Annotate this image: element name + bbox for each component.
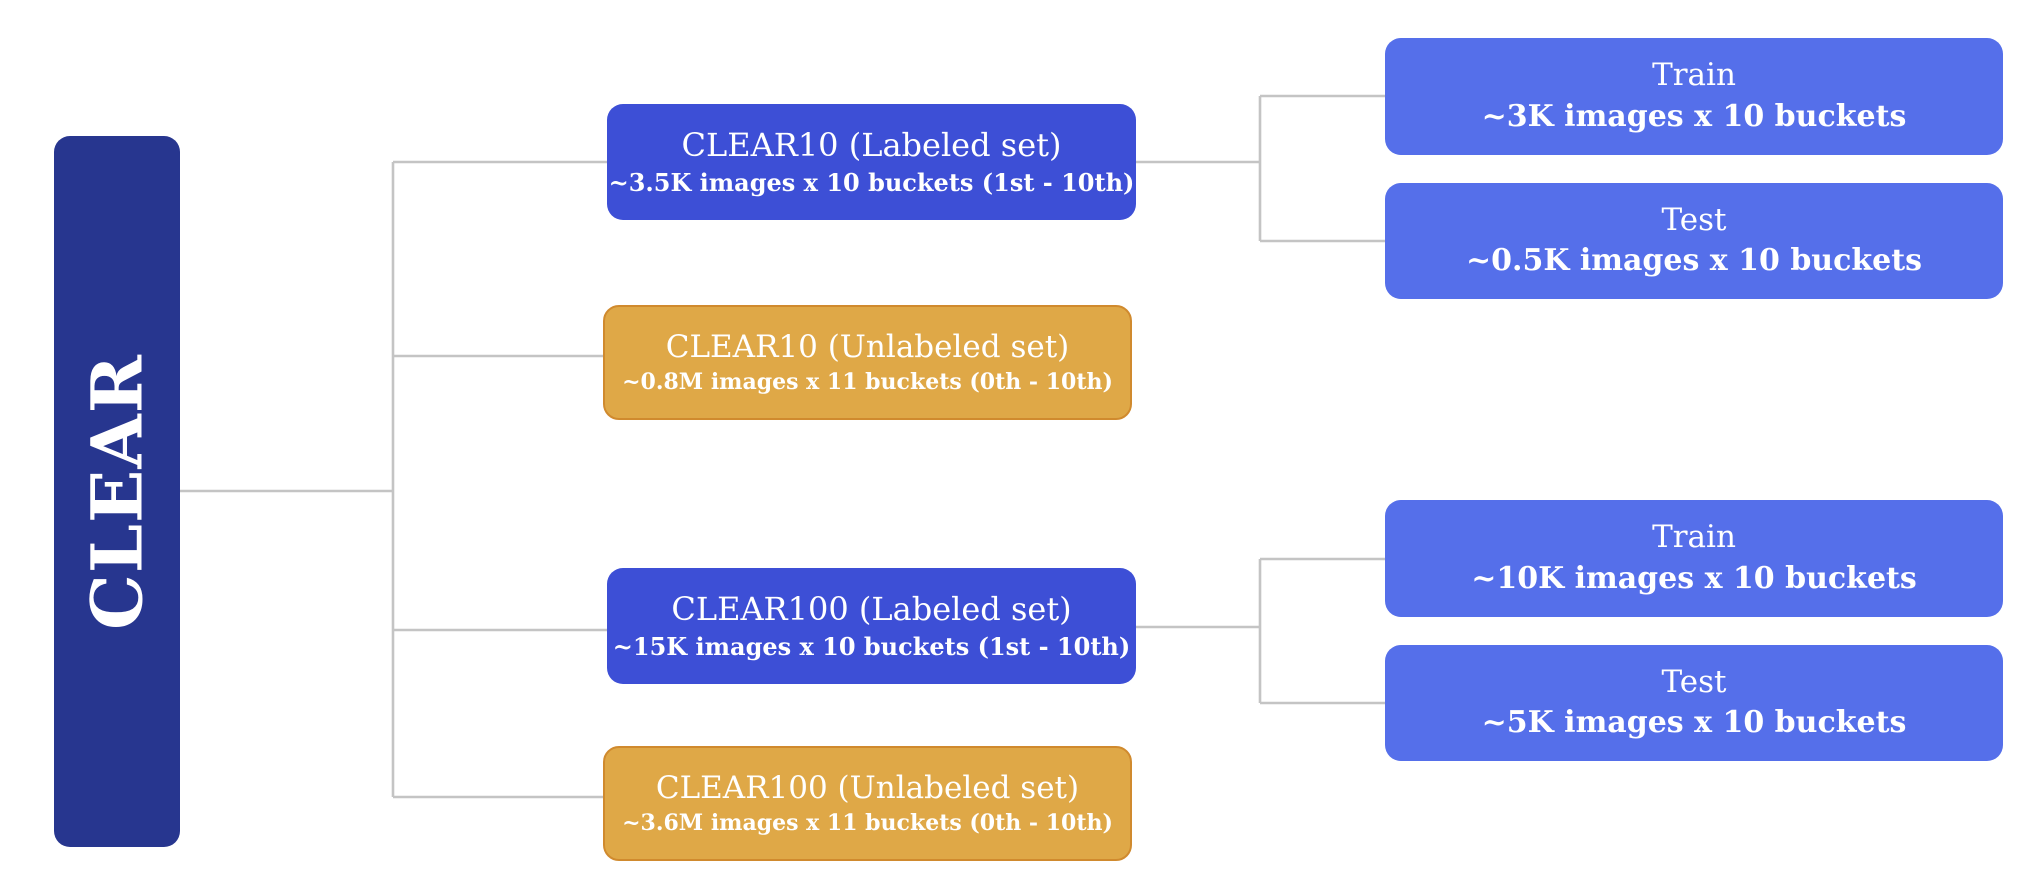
clear100-test-node: Test ~5K images x 10 buckets <box>1385 645 2003 761</box>
clear10-train-detail: ~3K images x 10 buckets <box>1481 98 1907 134</box>
clear-root-label: CLEAR <box>75 353 159 630</box>
clear10-train-node: Train ~3K images x 10 buckets <box>1385 38 2003 155</box>
clear100-test-title: Test <box>1661 663 1727 700</box>
clear10-test-node: Test ~0.5K images x 10 buckets <box>1385 183 2003 299</box>
clear100-unlabeled-title: CLEAR100 (Unlabeled set) <box>655 769 1080 806</box>
clear100-test-detail: ~5K images x 10 buckets <box>1481 705 1907 741</box>
clear10-test-detail: ~0.5K images x 10 buckets <box>1465 243 1923 279</box>
clear10-unlabeled-node: CLEAR10 (Unlabeled set) ~0.8M images x 1… <box>603 305 1132 420</box>
clear100-train-title: Train <box>1652 519 1736 556</box>
clear100-labeled-title: CLEAR100 (Labeled set) <box>671 590 1072 629</box>
clear100-unlabeled-detail: ~3.6M images x 11 buckets (0th - 10th) <box>622 809 1113 836</box>
clear100-labeled-node: CLEAR100 (Labeled set) ~15K images x 10 … <box>607 568 1136 684</box>
clear100-unlabeled-node: CLEAR100 (Unlabeled set) ~3.6M images x … <box>603 746 1132 861</box>
clear10-unlabeled-detail: ~0.8M images x 11 buckets (0th - 10th) <box>622 368 1113 395</box>
clear-root-node: CLEAR <box>54 136 180 847</box>
clear100-train-detail: ~10K images x 10 buckets <box>1471 560 1917 596</box>
clear10-labeled-detail: ~3.5K images x 10 buckets (1st - 10th) <box>608 167 1135 197</box>
connector-clear100-split <box>1136 557 1385 705</box>
clear10-labeled-node: CLEAR10 (Labeled set) ~3.5K images x 10 … <box>607 104 1136 220</box>
connector-clear10-split <box>1136 94 1385 243</box>
clear10-labeled-title: CLEAR10 (Labeled set) <box>681 126 1062 165</box>
clear100-train-node: Train ~10K images x 10 buckets <box>1385 500 2003 617</box>
clear10-unlabeled-title: CLEAR10 (Unlabeled set) <box>665 328 1070 365</box>
clear10-train-title: Train <box>1652 57 1736 94</box>
clear100-labeled-detail: ~15K images x 10 buckets (1st - 10th) <box>612 631 1131 661</box>
clear10-test-title: Test <box>1661 201 1727 238</box>
